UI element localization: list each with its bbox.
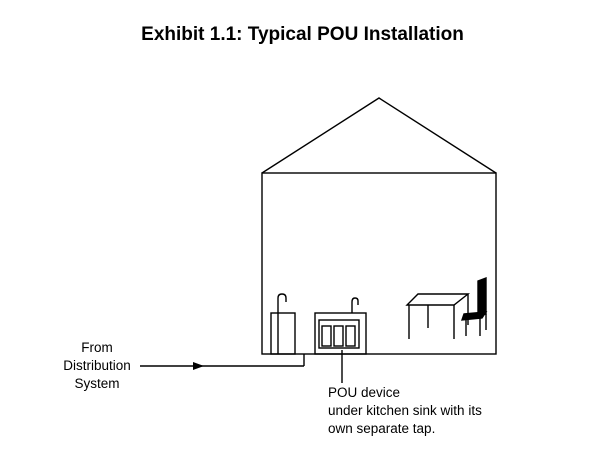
faucet-icon (277, 293, 287, 313)
flow-arrow-icon (193, 362, 204, 370)
filter-cartridges-icon (314, 297, 367, 383)
chair-icon (460, 276, 488, 336)
sink-cabinet-icon (270, 293, 296, 355)
device-label-line: own separate tap. (328, 421, 436, 436)
source-label-line: System (74, 376, 120, 391)
device-label-line: under kitchen sink with its (328, 403, 482, 418)
exhibit-title: Exhibit 1.1: Typical POU Installation (141, 24, 464, 45)
table-icon (405, 293, 471, 339)
source-label-line: From (81, 340, 113, 355)
filter-cartridge (321, 325, 332, 347)
device-label-line: POU device (328, 385, 401, 400)
pou-housing (318, 319, 360, 349)
table-top (405, 293, 471, 306)
filter-cartridge (333, 325, 344, 347)
source-label-line: Distribution (63, 358, 131, 373)
device-label: POU device under kitchen sink with its o… (328, 384, 482, 438)
pou-tap-icon (351, 297, 359, 313)
source-label: From Distribution System (58, 339, 136, 393)
sink-cabinet (270, 312, 296, 355)
house-outline-icon (261, 97, 497, 355)
chair-back (477, 276, 487, 317)
chair-seat (460, 311, 488, 321)
pou-cabinet (314, 312, 367, 355)
house-walls (261, 172, 497, 355)
water-pipe-icon (140, 354, 305, 367)
house-roof (261, 97, 497, 174)
filter-cartridge (345, 325, 356, 347)
